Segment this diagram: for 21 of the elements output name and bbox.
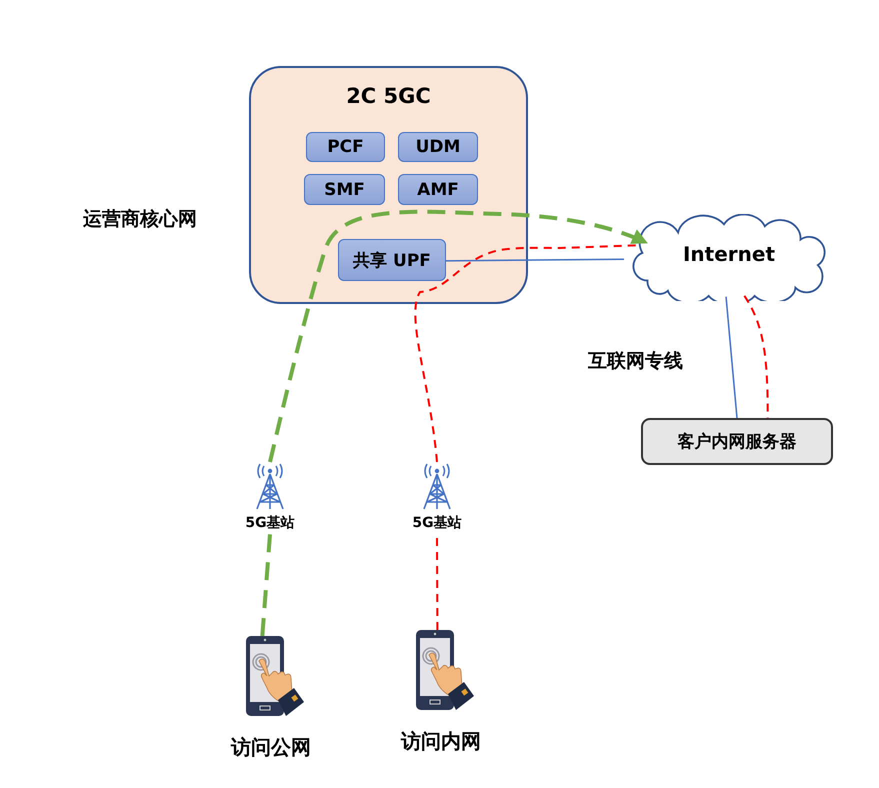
dashed-connector — [744, 295, 769, 418]
phone-caption: 访问内网 — [400, 728, 482, 755]
region-label: 互联网专线 — [588, 349, 683, 374]
function-box: UDM — [398, 132, 478, 162]
core-network-box — [249, 66, 528, 304]
connector-line — [446, 258, 624, 262]
dashed-connector — [268, 210, 648, 462]
cloud-label: Internet — [682, 242, 776, 266]
function-box: 共享 UPF — [338, 239, 446, 281]
server-box: 客户内网服务器 — [641, 418, 833, 465]
dashed-connector — [414, 244, 638, 462]
box-title: 2C 5GC — [345, 84, 432, 108]
region-label: 运营商核心网 — [83, 207, 197, 232]
function-box: AMF — [398, 174, 478, 205]
tower-caption: 5G基站 — [244, 514, 296, 532]
phone-caption: 访问公网 — [230, 734, 312, 761]
function-box: SMF — [304, 174, 385, 205]
connector-line — [725, 296, 738, 418]
function-box: PCF — [306, 132, 385, 162]
tower-caption: 5G基站 — [411, 514, 463, 532]
dashed-connector — [260, 534, 272, 636]
